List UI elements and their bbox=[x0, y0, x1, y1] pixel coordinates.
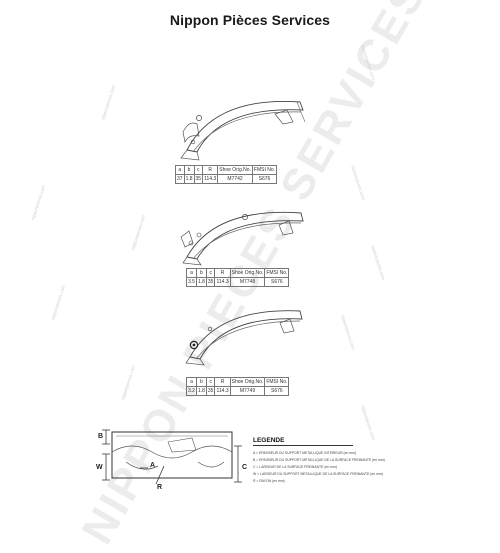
watermark-side-right: nipponpieces.com bbox=[370, 244, 387, 281]
col-header-r: R bbox=[214, 268, 231, 278]
brake-shoe-drawing-1 bbox=[180, 100, 306, 161]
cell-c: 35 bbox=[205, 277, 216, 287]
brake-shoe-drawing-2 bbox=[180, 211, 304, 266]
cell-a: 3.5 bbox=[186, 277, 197, 287]
dimension-label-w: W bbox=[96, 464, 103, 471]
page-title: Nippon Pièces Services bbox=[169, 12, 331, 28]
col-header-fmsi: FMSI No. bbox=[264, 268, 290, 278]
col-header-r: R bbox=[202, 165, 219, 175]
cell-fmsi: S676 bbox=[264, 386, 290, 396]
legend-item-r: R = RAYON (en mm) bbox=[253, 479, 285, 483]
dimension-diagram bbox=[102, 429, 242, 485]
cell-a: 37 bbox=[175, 174, 185, 184]
legend-item-a: A = EPAISSEUR DU SUPPORT METALLIQUE INTE… bbox=[253, 451, 357, 455]
watermark-side-left: nipponpieces.com bbox=[100, 84, 117, 121]
legend-item-b: B = EPAISSEUR DU SUPPORT METALLIQUE DE L… bbox=[253, 458, 385, 462]
cell-shoe-orig: M7749 bbox=[229, 386, 266, 396]
col-header-c: c bbox=[205, 377, 216, 387]
col-header-shoe-orig: Shoe Orig.No. bbox=[229, 268, 266, 278]
cell-fmsi: S676 bbox=[251, 174, 278, 184]
cell-r: 114.3 bbox=[214, 386, 231, 396]
col-header-fmsi: FMSI No. bbox=[264, 377, 290, 387]
legend-item-w: W = LARGEUR DU SUPPORT METALLIQUE DE LA … bbox=[253, 472, 383, 476]
col-header-fmsi: FMSI No. bbox=[251, 165, 278, 175]
cell-shoe-orig: M7742 bbox=[217, 174, 253, 184]
watermark-side-right: nipponpieces.com bbox=[350, 164, 367, 201]
col-header-b: b bbox=[195, 268, 207, 278]
brake-shoe-drawing-3 bbox=[185, 310, 303, 366]
legend-divider bbox=[253, 445, 353, 446]
table-row: 37 1.8 35 114.3 M7742 S676 bbox=[175, 174, 278, 184]
cell-c: 35 bbox=[205, 386, 216, 396]
cell-fmsi: S676 bbox=[264, 277, 290, 287]
watermark-side-left: nipponpieces.com bbox=[130, 214, 147, 251]
watermark-side-right: nipponpieces.com bbox=[360, 404, 377, 441]
col-header-b: b bbox=[183, 165, 195, 175]
col-header-shoe-orig: Shoe Orig.No. bbox=[217, 165, 253, 175]
watermark-side-left: nipponpieces.com bbox=[50, 284, 67, 321]
watermark-side-right: nipponpieces.com bbox=[340, 314, 357, 351]
col-header-shoe-orig: Shoe Orig.No. bbox=[229, 377, 266, 387]
cell-shoe-orig: M7748 bbox=[229, 277, 266, 287]
cell-b: 1.8 bbox=[183, 174, 195, 184]
col-header-c: c bbox=[193, 165, 204, 175]
spec-table-1: a b c R Shoe Orig.No. FMSI No. 37 1.8 35… bbox=[175, 165, 278, 184]
cell-r: 114.3 bbox=[214, 277, 231, 287]
col-header-c: c bbox=[205, 268, 216, 278]
cell-b: 1.8 bbox=[195, 277, 207, 287]
dimension-label-a: A bbox=[150, 462, 156, 469]
legend-title: LEGENDE bbox=[253, 437, 285, 444]
table-row: 3.5 1.8 35 114.3 M7748 S676 bbox=[186, 277, 290, 287]
col-header-b: b bbox=[195, 377, 207, 387]
cell-r: 114.3 bbox=[202, 174, 219, 184]
cell-b: 1.8 bbox=[195, 386, 207, 396]
cell-a: 3.2 bbox=[186, 386, 197, 396]
dimension-label-c: C bbox=[242, 464, 248, 471]
watermark-side-left: nipponpieces.com bbox=[30, 184, 47, 221]
col-header-a: a bbox=[186, 268, 197, 278]
col-header-a: a bbox=[175, 165, 185, 175]
table-row: 3.2 1.8 35 114.3 M7749 S676 bbox=[186, 386, 290, 396]
cell-c: 35 bbox=[193, 174, 204, 184]
dimension-label-r: R bbox=[157, 484, 163, 491]
col-header-a: a bbox=[186, 377, 197, 387]
watermark-side-left: nipponpieces.com bbox=[120, 364, 137, 401]
dimension-label-b: B bbox=[98, 433, 104, 440]
spec-table-3: a b c R Shoe Orig.No. FMSI No. 3.2 1.8 3… bbox=[186, 377, 290, 396]
legend-item-c: C = LARGEUR DE LA SURFACE FREINANTE (en … bbox=[253, 465, 337, 469]
spec-table-2: a b c R Shoe Orig.No. FMSI No. 3.5 1.8 3… bbox=[186, 268, 290, 287]
col-header-r: R bbox=[214, 377, 231, 387]
